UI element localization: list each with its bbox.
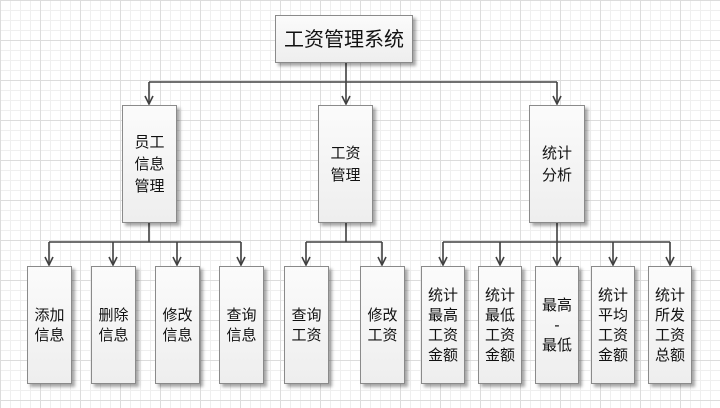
stats-connector-arrowhead-3 <box>608 256 618 267</box>
leaf-label: 统计 最低 工资 金额 <box>484 286 515 364</box>
employee-connector-arrowhead-2 <box>172 256 182 267</box>
root-node-system: 工资管理系统 <box>275 15 413 63</box>
stats-connector-arrowhead-1 <box>495 256 505 267</box>
leaf-label: 添加 信息 <box>34 306 65 344</box>
leaf-query-salary: 查询 工资 <box>284 266 329 384</box>
employee-connector-arrowhead-1 <box>108 256 118 267</box>
root-node-label: 工资管理系统 <box>284 27 404 51</box>
salary-connector-arrowhead-1 <box>377 256 387 267</box>
leaf-label: 统计 最高 工资 金额 <box>427 286 458 364</box>
root-connector-arrowhead-0 <box>144 95 154 106</box>
stats-connector-arrowhead-0 <box>438 256 448 267</box>
leaf-label: 查询 信息 <box>226 306 257 344</box>
node-label: 员工 信息 管理 <box>134 133 165 195</box>
node-salary-management: 工资 管理 <box>318 105 373 223</box>
leaf-stat-min-salary: 统计 最低 工资 金额 <box>478 266 522 384</box>
salary-connector-arrowhead-0 <box>301 256 311 267</box>
node-label: 工资 管理 <box>330 144 361 184</box>
stats-connector-arrowhead-2 <box>552 256 562 267</box>
leaf-stat-avg-salary: 统计 平均 工资 金额 <box>591 266 635 384</box>
employee-connector-arrowhead-3 <box>236 256 246 267</box>
leaf-modify-info: 修改 信息 <box>155 266 200 384</box>
leaf-label: 统计 平均 工资 金额 <box>597 286 628 364</box>
leaf-label: 删除 信息 <box>98 306 129 344</box>
leaf-delete-info: 删除 信息 <box>91 266 136 384</box>
leaf-label: 查询 工资 <box>291 306 322 344</box>
leaf-max-minus-min: 最高 - 最低 <box>535 266 579 384</box>
leaf-add-info: 添加 信息 <box>27 266 72 384</box>
leaf-modify-salary: 修改 工资 <box>360 266 405 384</box>
employee-connector-arrowhead-0 <box>44 256 54 267</box>
stats-connector-arrowhead-4 <box>665 256 675 267</box>
root-connector-arrowhead-1 <box>341 95 351 106</box>
leaf-label: 修改 信息 <box>162 306 193 344</box>
leaf-label: 最高 - 最低 <box>541 296 572 354</box>
node-label: 统计 分析 <box>541 144 572 184</box>
node-employee-info-management: 员工 信息 管理 <box>122 105 177 223</box>
leaf-label: 统计 所发 工资 总额 <box>654 286 685 364</box>
root-connector-arrowhead-2 <box>552 95 562 106</box>
leaf-query-info: 查询 信息 <box>219 266 264 384</box>
node-statistics-analysis: 统计 分析 <box>529 105 585 223</box>
leaf-stat-total-salary: 统计 所发 工资 总额 <box>648 266 692 384</box>
leaf-stat-max-salary: 统计 最高 工资 金额 <box>421 266 465 384</box>
leaf-label: 修改 工资 <box>367 306 398 344</box>
